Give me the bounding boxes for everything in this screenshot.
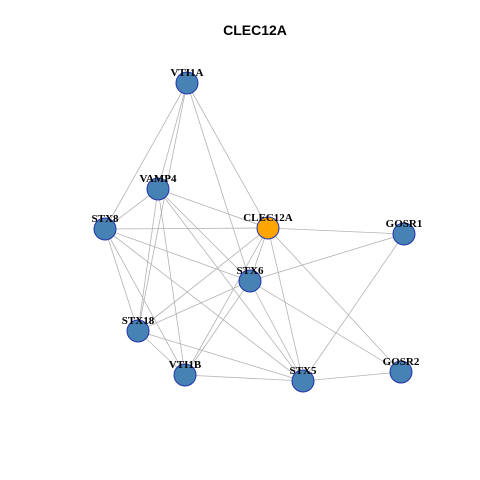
node-label-gosr2: GOSR2 [383,356,420,368]
edge-vti1a-stx8 [104,82,188,230]
node-vamp4 [146,177,170,201]
node-vti1a [175,71,199,95]
node-label-clec12a: CLEC12A [243,212,293,224]
node-vti1b [173,363,197,387]
edge-gosr1-stx6 [249,233,405,282]
edge-vamp4-stx18 [137,188,159,332]
node-stx8 [93,217,117,241]
node-gosr2 [389,360,413,384]
edge-clec12a-stx5 [267,227,304,382]
edge-stx5-gosr2 [302,371,402,382]
edge-vamp4-clec12a [157,188,269,229]
edge-vamp4-stx5 [157,188,304,382]
edge-stx6-vti1b [184,280,251,376]
edge-vti1a-stx18 [137,82,188,332]
node-label-stx6: STX6 [237,265,264,277]
edge-vti1a-vamp4 [157,82,188,190]
node-layer [93,71,416,393]
edge-stx6-stx18 [137,280,251,332]
edge-stx8-clec12a [104,227,269,230]
node-label-vti1b: VTI1B [169,359,202,371]
edge-stx6-gosr2 [249,280,402,373]
edge-clec12a-stx18 [137,227,269,332]
node-gosr1 [392,222,416,246]
node-stx18 [126,319,150,343]
chart-title: CLEC12A [223,22,287,38]
node-label-vamp4: VAMP4 [139,173,177,185]
edge-vti1a-stx6 [186,82,251,282]
edge-vamp4-stx6 [157,188,251,282]
edge-layer [104,82,405,382]
edge-stx8-stx5 [104,228,304,382]
edge-clec12a-gosr1 [267,227,405,235]
edge-clec12a-gosr2 [267,227,402,373]
edge-stx8-stx6 [104,228,251,282]
node-label-stx5: STX5 [290,365,317,377]
edge-vti1b-stx5 [184,374,304,382]
edge-vti1a-clec12a [186,82,269,229]
edge-stx8-stx18 [104,228,139,332]
node-clec12a [256,216,280,240]
edge-stx6-stx5 [249,280,304,382]
edge-clec12a-vti1b [184,227,269,376]
node-label-gosr1: GOSR1 [386,218,423,230]
node-label-vti1a: VTI1A [170,67,203,79]
edge-gosr1-stx5 [302,233,405,382]
node-label-stx18: STX18 [122,315,155,327]
edge-stx8-vti1b [104,228,186,376]
node-stx5 [291,369,315,393]
node-stx6 [238,269,262,293]
edge-vamp4-vti1b [157,188,186,376]
node-label-stx8: STX8 [92,213,119,225]
edge-stx18-stx5 [137,330,304,382]
